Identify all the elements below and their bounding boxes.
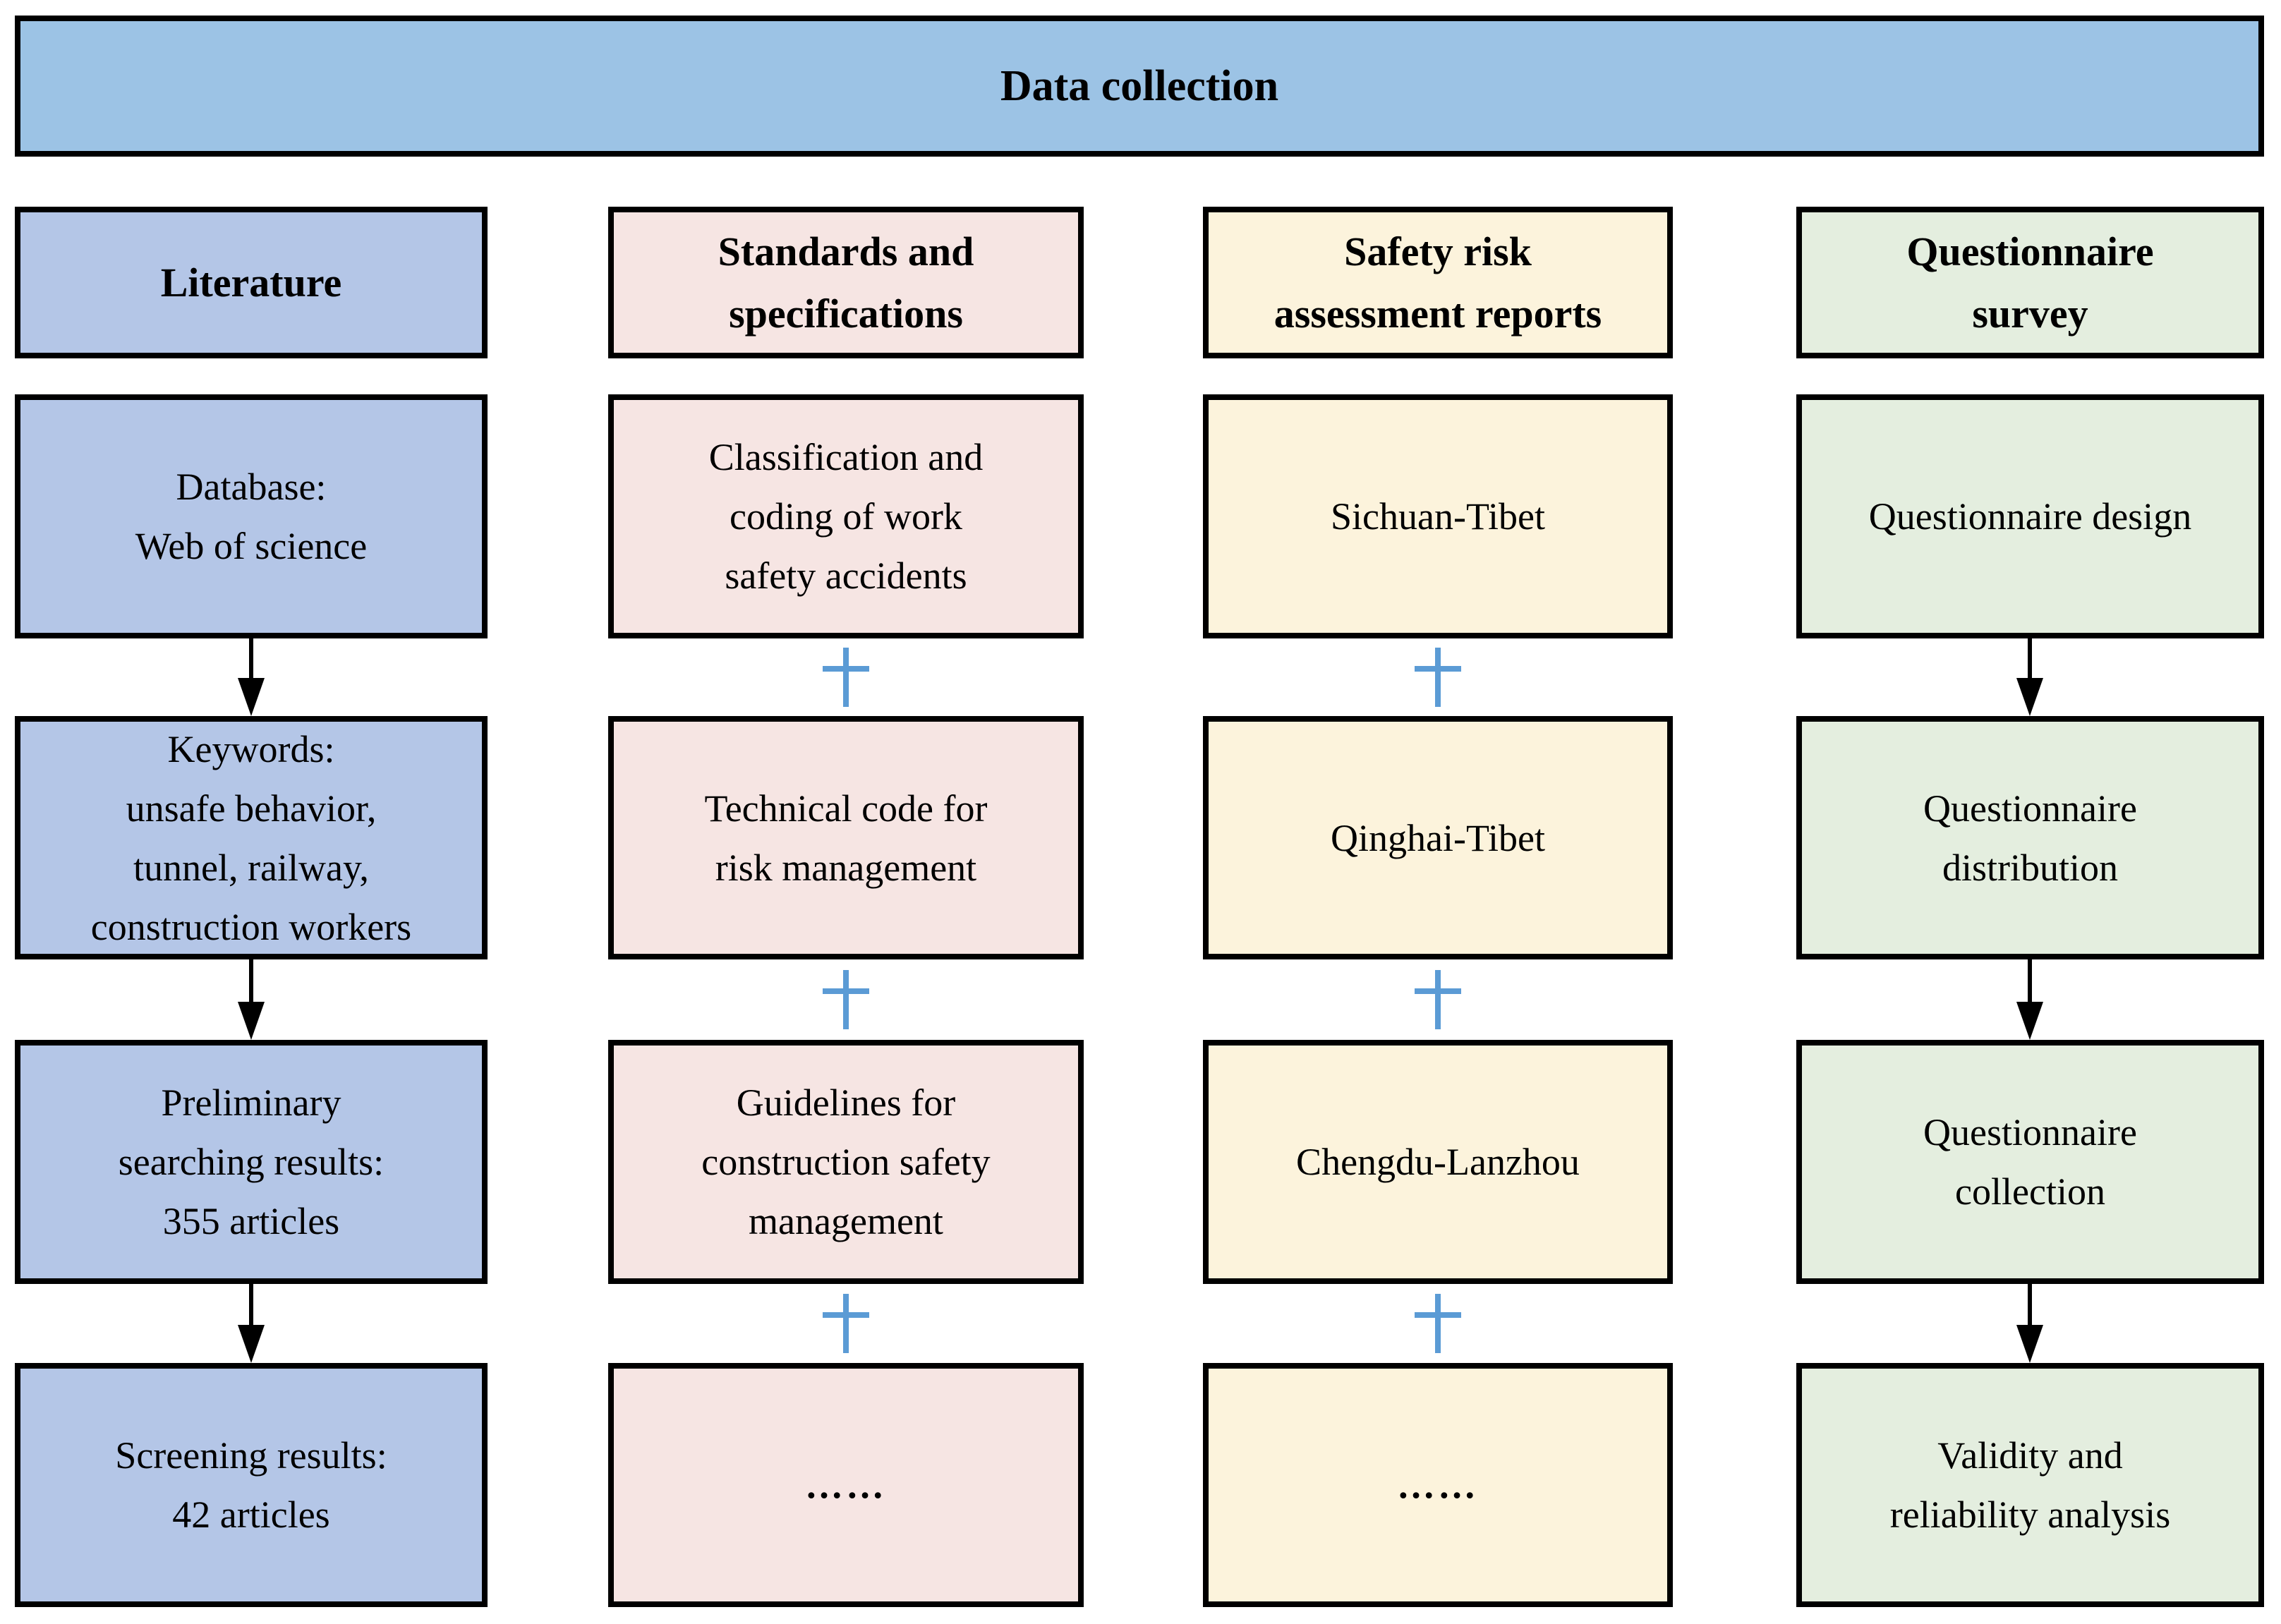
plus-shape: [821, 648, 871, 707]
plus-icon: [1413, 638, 1463, 716]
reports-box-chengdu-lanzhou: Chengdu-Lanzhou: [1203, 1040, 1673, 1284]
arrow-head: [2016, 1325, 2043, 1363]
arrow-down-icon: [2016, 959, 2044, 1040]
standards-box-ellipsis: ……: [608, 1363, 1084, 1607]
questionnaire-header: Questionnaire survey: [1796, 207, 2264, 358]
plus-icon: [1413, 959, 1463, 1040]
plus-shape: [1413, 1294, 1463, 1353]
plus-shape: [821, 970, 871, 1029]
questionnaire-box-validity-reliability: Validity and reliability analysis: [1796, 1363, 2264, 1607]
arrow-stem: [249, 959, 253, 1002]
questionnaire-box-distribution: Questionnaire distribution: [1796, 716, 2264, 959]
arrow-down-icon: [237, 959, 265, 1040]
arrow-stem: [2028, 1284, 2032, 1325]
plus-shape: [1413, 970, 1463, 1029]
plus-icon: [1413, 1284, 1463, 1363]
arrow-stem: [249, 638, 253, 678]
arrow-head: [2016, 678, 2043, 716]
arrow-down-icon: [2016, 1284, 2044, 1363]
questionnaire-box-design: Questionnaire design: [1796, 394, 2264, 638]
reports-box-sichuan-tibet: Sichuan-Tibet: [1203, 394, 1673, 638]
arrow-stem: [2028, 959, 2032, 1002]
arrow-head: [238, 678, 265, 716]
questionnaire-box-collection: Questionnaire collection: [1796, 1040, 2264, 1284]
plus-icon: [821, 1284, 871, 1363]
banner-data-collection: Data collection: [15, 16, 2264, 157]
arrow-head: [2016, 1002, 2043, 1040]
reports-box-qinghai-tibet: Qinghai-Tibet: [1203, 716, 1673, 959]
literature-box-keywords: Keywords: unsafe behavior, tunnel, railw…: [15, 716, 488, 959]
literature-box-preliminary-results: Preliminary searching results: 355 artic…: [15, 1040, 488, 1284]
plus-icon: [821, 638, 871, 716]
plus-icon: [821, 959, 871, 1040]
standards-box-guidelines: Guidelines for construction safety manag…: [608, 1040, 1084, 1284]
arrow-stem: [249, 1284, 253, 1325]
arrow-head: [238, 1002, 265, 1040]
arrow-down-icon: [237, 1284, 265, 1363]
arrow-down-icon: [2016, 638, 2044, 716]
arrow-stem: [2028, 638, 2032, 678]
arrow-head: [238, 1325, 265, 1363]
plus-shape: [1413, 648, 1463, 707]
reports-box-ellipsis: ……: [1203, 1363, 1673, 1607]
literature-box-database: Database: Web of science: [15, 394, 488, 638]
standards-header: Standards and specifications: [608, 207, 1084, 358]
standards-box-classification: Classification and coding of work safety…: [608, 394, 1084, 638]
arrow-down-icon: [237, 638, 265, 716]
literature-header: Literature: [15, 207, 488, 358]
reports-header: Safety risk assessment reports: [1203, 207, 1673, 358]
standards-box-technical-code: Technical code for risk management: [608, 716, 1084, 959]
plus-shape: [821, 1294, 871, 1353]
literature-box-screening-results: Screening results: 42 articles: [15, 1363, 488, 1607]
